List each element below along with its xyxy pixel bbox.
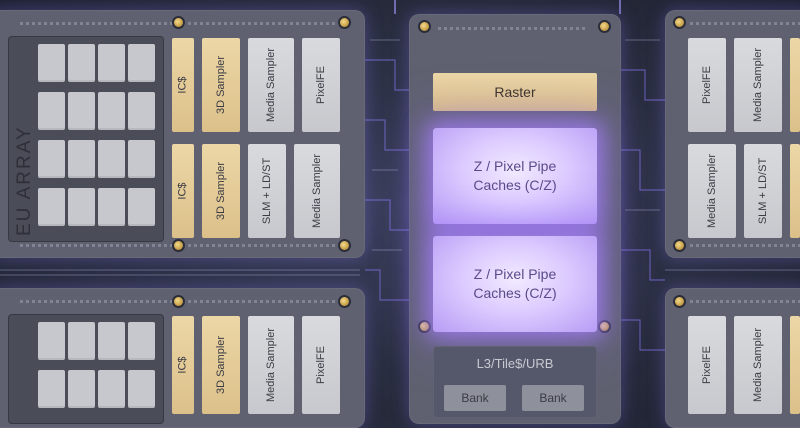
eu-cell (128, 140, 155, 178)
ic-cache-block: IC$ (172, 38, 194, 132)
eu-cell (128, 92, 155, 130)
pixelfe-block: PixelFE (688, 316, 726, 414)
raster-block: Raster (433, 73, 597, 111)
ic-cache-block-partial (790, 144, 800, 238)
eu-cell (68, 188, 95, 226)
block-label: IC$ (177, 76, 189, 94)
eu-cell (128, 370, 155, 408)
eu-cell (68, 322, 95, 360)
pixelfe-block: PixelFE (302, 316, 340, 414)
ic-cache-block-partial (790, 38, 800, 132)
block-label: PixelFE (315, 66, 327, 104)
eu-cell (128, 322, 155, 360)
media-sampler-block: Media Sampler (688, 144, 736, 238)
eu-cell (38, 322, 65, 360)
screw-icon (675, 297, 684, 306)
screw-icon (340, 241, 349, 250)
pixelfe-block: PixelFE (302, 38, 340, 132)
eu-cell (38, 370, 65, 408)
eu-cell (128, 44, 155, 82)
media-sampler-block: Media Sampler (248, 38, 294, 132)
3d-sampler-block: 3D Sampler (202, 144, 240, 238)
eu-cell (38, 140, 65, 178)
eu-cell (38, 44, 65, 82)
block-label: IC$ (177, 182, 189, 200)
eu-cell (68, 370, 95, 408)
pipe-label-line2: Caches (C/Z) (473, 177, 557, 193)
pixel-pipe-block-top: Z / Pixel Pipe Caches (C/Z) (433, 128, 597, 224)
block-label: Media Sampler (311, 154, 324, 228)
pipe-label-line1: Z / Pixel Pipe (473, 266, 557, 282)
screw-icon (420, 322, 429, 331)
pixelfe-block: PixelFE (688, 38, 726, 132)
circuit-traces (0, 0, 800, 351)
eu-array-label: EU ARRAY (14, 125, 35, 236)
media-sampler-block: Media Sampler (734, 316, 782, 414)
screw-icon (600, 22, 609, 31)
eu-cell (98, 44, 125, 82)
block-label: IC$ (177, 356, 189, 374)
ic-cache-block-partial (790, 316, 800, 414)
ic-cache-block: IC$ (172, 316, 194, 414)
pad-row (690, 244, 800, 247)
pad-row (438, 27, 588, 30)
media-sampler-block: Media Sampler (248, 316, 294, 414)
screw-icon (174, 297, 183, 306)
pad-row (690, 300, 800, 303)
block-label: Media Sampler (265, 48, 278, 122)
media-sampler-block: Media Sampler (734, 38, 782, 132)
eu-cell (68, 44, 95, 82)
screw-icon (174, 241, 183, 250)
eu-cell (98, 370, 125, 408)
eu-cell (98, 188, 125, 226)
bank-block-right: Bank (522, 385, 584, 411)
media-sampler-block: Media Sampler (294, 144, 340, 238)
block-label: PixelFE (315, 346, 327, 384)
screw-icon (340, 297, 349, 306)
eu-cell (98, 92, 125, 130)
block-label: SLM + LD/ST (261, 157, 274, 225)
bank-block-left: Bank (444, 385, 506, 411)
3d-sampler-block: 3D Sampler (202, 316, 240, 414)
screw-icon (675, 241, 684, 250)
screw-icon (420, 22, 429, 31)
block-label: Media Sampler (752, 328, 765, 402)
block-label: SLM + LD/ST (757, 157, 770, 225)
3d-sampler-block: 3D Sampler (202, 38, 240, 132)
eu-cell (38, 188, 65, 226)
block-label: PixelFE (701, 66, 713, 104)
pipe-label-line1: Z / Pixel Pipe (473, 158, 557, 174)
eu-cell (68, 140, 95, 178)
block-label: 3D Sampler (215, 335, 228, 395)
eu-cell (68, 92, 95, 130)
screw-icon (174, 18, 183, 27)
block-label: Media Sampler (265, 328, 278, 402)
pipe-label-line2: Caches (C/Z) (473, 285, 557, 301)
eu-cell (128, 188, 155, 226)
block-label: 3D Sampler (215, 161, 228, 221)
screw-icon (600, 322, 609, 331)
slm-ldst-block: SLM + LD/ST (744, 144, 782, 238)
screw-icon (340, 18, 349, 27)
ic-cache-block: IC$ (172, 144, 194, 238)
screw-icon (675, 18, 684, 27)
eu-cell (98, 140, 125, 178)
pad-row (690, 22, 800, 25)
pixel-pipe-block-bottom: Z / Pixel Pipe Caches (C/Z) (433, 236, 597, 332)
l3-cache-label: L3/Tile$/URB (476, 356, 554, 371)
block-label: Media Sampler (706, 154, 719, 228)
slm-ldst-block: SLM + LD/ST (248, 144, 286, 238)
eu-cell (38, 92, 65, 130)
block-label: Media Sampler (752, 48, 765, 122)
block-label: PixelFE (701, 346, 713, 384)
block-label: 3D Sampler (215, 55, 228, 115)
eu-cell (98, 322, 125, 360)
